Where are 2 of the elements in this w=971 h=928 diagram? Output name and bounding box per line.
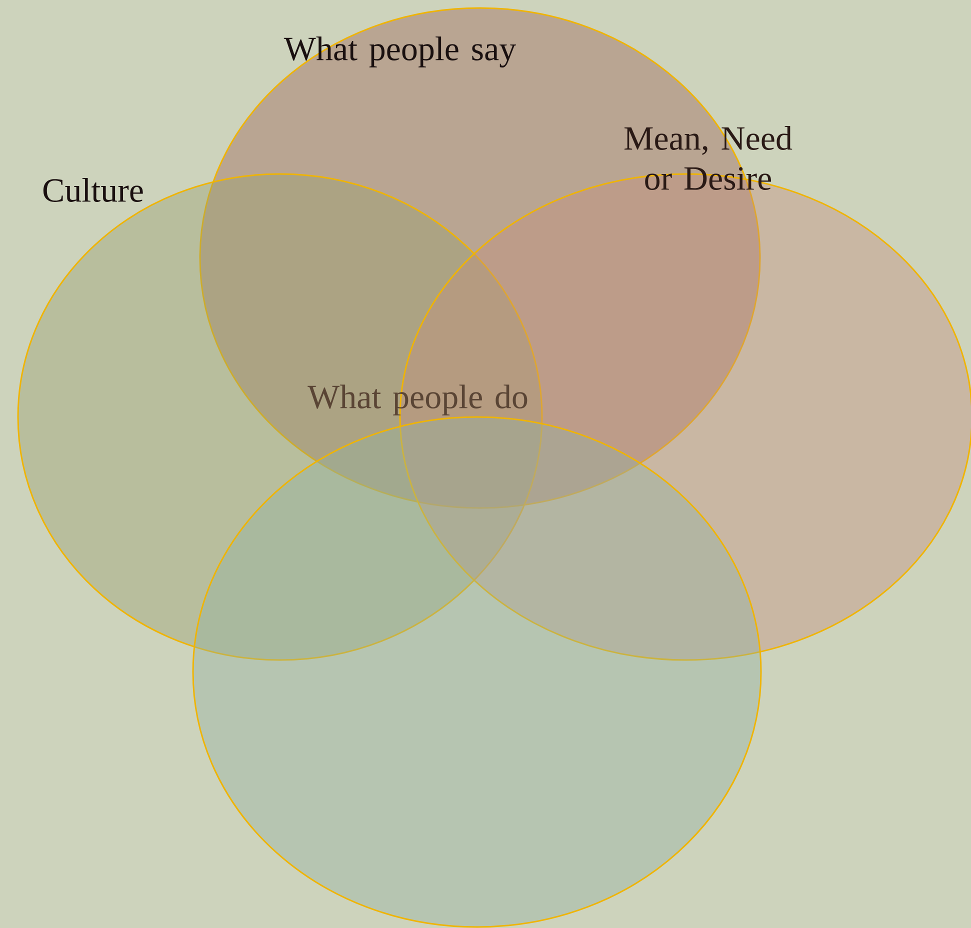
venn-ellipse [192,416,762,928]
set-label: Culture [43,178,143,202]
